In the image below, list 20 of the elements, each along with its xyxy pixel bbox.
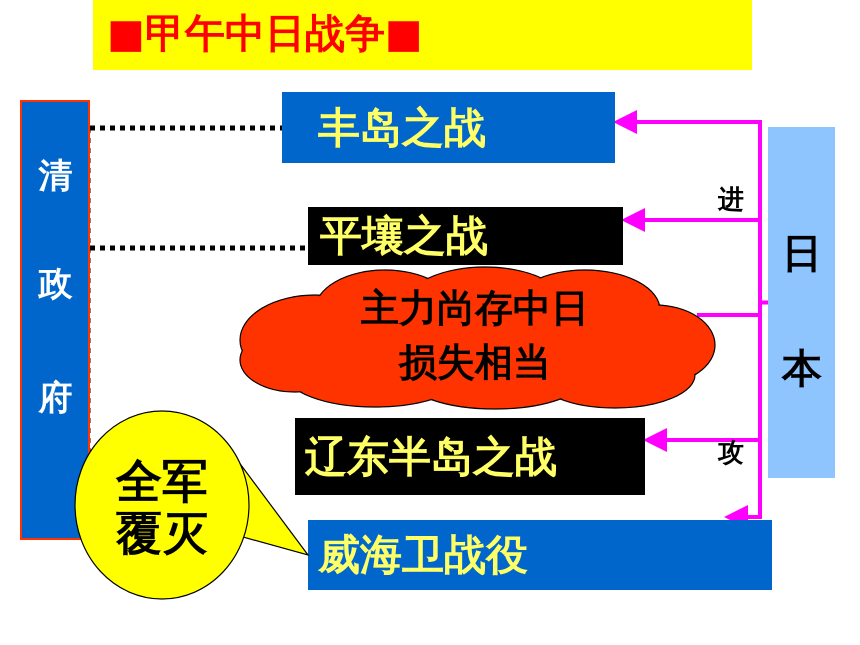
battle-label: 平壤之战	[320, 211, 488, 261]
battle-box	[295, 418, 645, 495]
cloud-text: 主力尚存中日损失相当	[360, 285, 590, 386]
bubble-tail	[240, 462, 310, 556]
battle-box	[308, 207, 623, 265]
battle-label: 丰岛之战	[318, 102, 486, 152]
bubble-text: 全军覆灭	[114, 455, 209, 559]
dotted-line	[90, 126, 282, 130]
battle-label: 辽东半岛之战	[305, 432, 557, 482]
arrow-label: 攻	[718, 438, 744, 468]
arrow-label: 进	[718, 185, 744, 215]
battle-box	[308, 520, 772, 590]
battle-label: 威海卫战役	[318, 530, 528, 580]
dotted-line	[90, 246, 308, 250]
side-label: 日本	[782, 205, 822, 425]
side-box	[20, 100, 90, 540]
battle-box	[282, 92, 615, 163]
side-label: 清政府	[35, 130, 75, 460]
side-box	[768, 127, 835, 478]
title: ■甲午中日战争■	[107, 10, 423, 58]
